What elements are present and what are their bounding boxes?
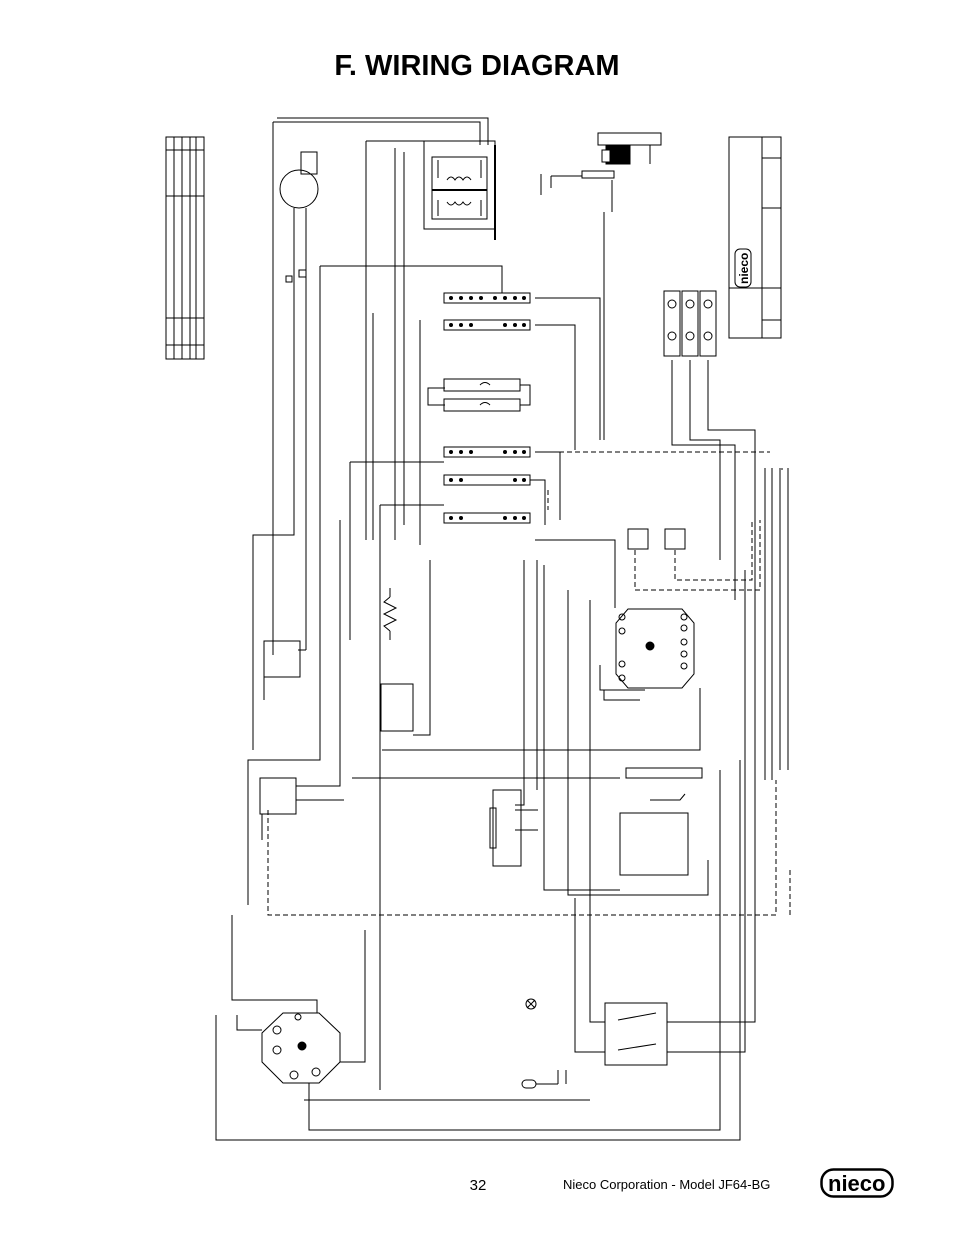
side-panel-logo: nieco <box>734 248 752 288</box>
thermostat-bulb <box>521 1079 558 1089</box>
transformer-lower <box>489 789 538 867</box>
dashed-wires <box>267 451 791 916</box>
footer-company: Nieco Corporation - Model JF64-BG <box>563 1177 771 1192</box>
terminal-tips <box>764 468 789 780</box>
bottom-switch-box <box>604 1002 668 1066</box>
wires <box>215 117 756 1141</box>
bottom-controller <box>261 1012 341 1084</box>
page-title: F. WIRING DIAGRAM <box>334 50 620 82</box>
top-relay <box>540 132 662 195</box>
indicator-lamp <box>525 998 537 1010</box>
temperature-controller <box>615 608 695 689</box>
small-switches <box>627 528 686 550</box>
terminal-strips <box>443 292 531 524</box>
heating-element <box>380 588 414 732</box>
page-number: 32 <box>469 1177 487 1194</box>
left-contactor-upper <box>263 640 301 678</box>
motor <box>279 151 319 283</box>
nieco-logo: nieco <box>820 1168 894 1198</box>
svg-text:nieco: nieco <box>737 253 751 284</box>
relay-board <box>619 767 703 876</box>
legend-table <box>165 136 205 360</box>
transformer-top <box>423 140 496 240</box>
svg-text:nieco: nieco <box>828 1171 885 1196</box>
left-contactor-lower <box>259 777 297 815</box>
side-label-panel <box>728 136 782 339</box>
fuse-block <box>663 290 717 357</box>
